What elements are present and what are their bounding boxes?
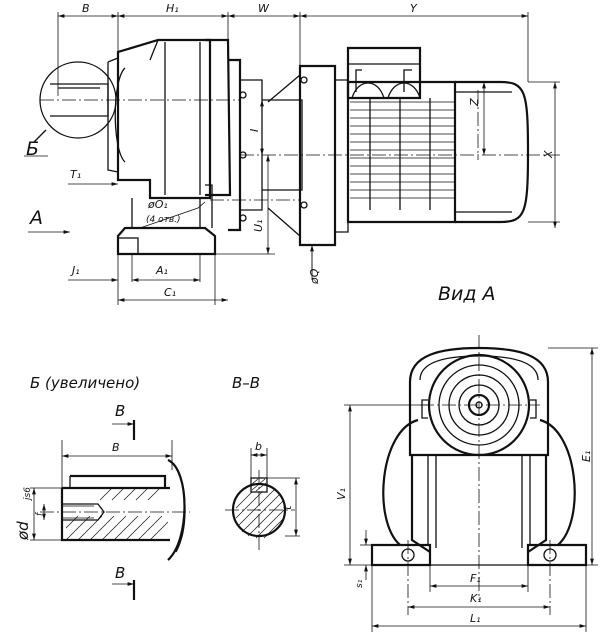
detail-dim-d: ød bbox=[14, 521, 32, 541]
section-dim-t: t bbox=[281, 505, 294, 510]
dim-a1: A₁ bbox=[155, 264, 168, 277]
side-view bbox=[33, 38, 560, 256]
dim-y: Y bbox=[410, 2, 418, 15]
side-dimensions: B H₁ W Y Z X I U₁ øQ T₁ øO₁ (4 отв.) A Б bbox=[24, 2, 560, 305]
dim-v1: V₁ bbox=[335, 488, 348, 500]
dim-u1: U₁ bbox=[252, 220, 265, 232]
section-mark-bottom: B bbox=[115, 564, 125, 582]
dim-t1: T₁ bbox=[70, 168, 81, 181]
section-hatch bbox=[235, 489, 285, 539]
dim-q: øQ bbox=[308, 268, 321, 285]
section-mark-top: B bbox=[115, 402, 125, 420]
dim-s1: s₁ bbox=[355, 579, 365, 588]
detail-title: Б (увеличено) bbox=[30, 374, 140, 392]
shaft-hatch bbox=[65, 487, 169, 541]
dim-o1: øO₁ bbox=[147, 198, 168, 211]
dim-j1: J₁ bbox=[70, 264, 80, 277]
dim-x: X bbox=[542, 150, 555, 159]
dim-k1: K₁ bbox=[470, 592, 482, 605]
dim-c1: C₁ bbox=[164, 286, 176, 299]
view-arrow-a: A bbox=[28, 207, 43, 229]
motor-fins bbox=[350, 98, 455, 210]
view-a-title: Вид A bbox=[438, 283, 496, 305]
dim-b-top: B bbox=[82, 2, 90, 15]
detail-callout-b: Б bbox=[26, 138, 39, 160]
detail-view: B ød js6 f B B bbox=[14, 402, 190, 600]
dim-holes: (4 отв.) bbox=[146, 215, 181, 225]
dim-f1: F₁ bbox=[470, 572, 481, 585]
dim-i: I bbox=[248, 129, 261, 132]
dim-l1: L₁ bbox=[470, 612, 481, 625]
dim-h1: H₁ bbox=[166, 2, 179, 15]
section-title: B–B bbox=[232, 374, 260, 392]
section-view: b t bbox=[225, 440, 300, 550]
detail-dim-f: f bbox=[35, 511, 45, 516]
dim-e1: E₁ bbox=[580, 451, 593, 462]
detail-dim-b: B bbox=[112, 441, 120, 454]
dim-z: Z bbox=[468, 98, 481, 107]
dim-w: W bbox=[258, 2, 270, 15]
section-dim-b: b bbox=[255, 440, 262, 453]
view-a-dimensions: V₁ E₁ s₁ F₁ K₁ L₁ bbox=[335, 347, 598, 632]
detail-js6: js6 bbox=[23, 487, 33, 502]
